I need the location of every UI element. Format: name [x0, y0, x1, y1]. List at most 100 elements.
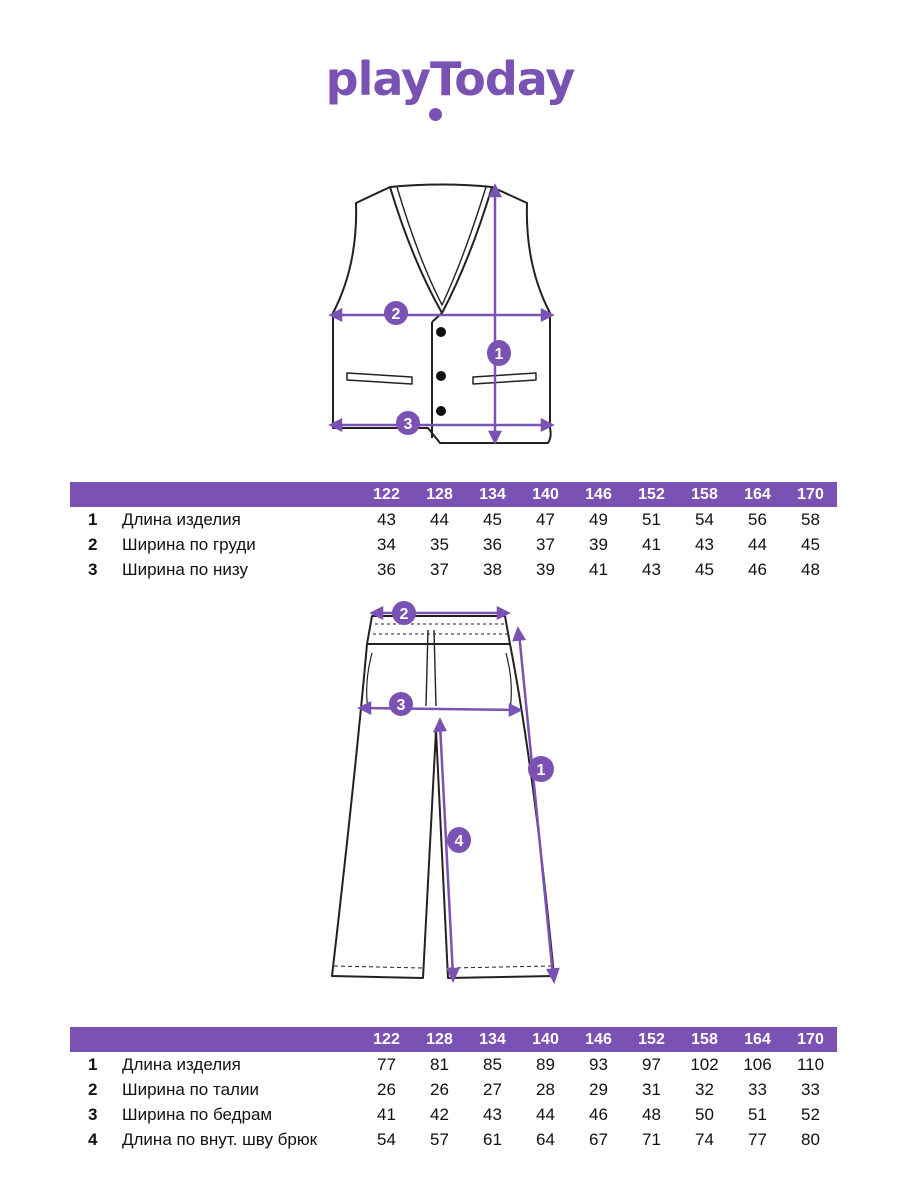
value-cell: 110 — [796, 1054, 825, 1074]
arrowhead — [512, 626, 527, 642]
marker-2-badge: 2 — [384, 301, 408, 325]
value-cell: 38 — [483, 559, 502, 579]
marker-3-badge: 3 — [389, 692, 413, 716]
table-row: 3 Ширина по низу 36 37 38 39 41 43 45 46… — [70, 557, 837, 582]
vest-illustration: 1 2 3 — [320, 180, 570, 450]
value-cell: 39 — [589, 534, 608, 554]
arrowhead — [446, 967, 460, 984]
pants-illustration: 2 3 1 4 — [320, 598, 580, 1003]
value-cell: 36 — [377, 559, 396, 579]
value-cell: 51 — [642, 509, 661, 529]
row-number: 3 — [88, 1104, 98, 1124]
value-cell: 67 — [589, 1129, 608, 1149]
marker-4-badge: 4 — [447, 827, 471, 853]
value-cell: 34 — [377, 534, 396, 554]
value-cell: 54 — [377, 1129, 396, 1149]
size-header: 170 — [784, 1027, 837, 1052]
size-header: 164 — [731, 1027, 784, 1052]
value-cell: 77 — [748, 1129, 767, 1149]
arrowhead — [357, 700, 372, 716]
value-cell: 56 — [748, 509, 767, 529]
row-number: 2 — [88, 534, 98, 554]
table-row: 4 Длина по внут. шву брюк 54 57 61 64 67… — [70, 1127, 837, 1152]
row-number: 3 — [88, 559, 98, 579]
header-cell — [118, 1027, 360, 1052]
value-cell: 29 — [589, 1079, 608, 1099]
marker-1-badge: 1 — [487, 340, 511, 366]
value-cell: 45 — [695, 559, 714, 579]
vest-drawing: 1 2 3 — [328, 183, 555, 445]
marker-1-badge: 1 — [528, 756, 554, 782]
size-header: 140 — [519, 482, 572, 507]
size-header: 164 — [731, 482, 784, 507]
value-cell: 89 — [536, 1054, 555, 1074]
value-cell: 35 — [430, 534, 449, 554]
size-header: 134 — [466, 482, 519, 507]
table-row: 1 Длина изделия 77 81 85 89 93 97 102 10… — [70, 1052, 837, 1077]
value-cell: 46 — [589, 1104, 608, 1124]
value-cell: 77 — [377, 1054, 396, 1074]
arrowhead — [508, 702, 523, 718]
arrowhead — [546, 967, 560, 985]
arrowhead — [328, 417, 343, 433]
value-cell: 44 — [430, 509, 449, 529]
row-label: Ширина по бедрам — [122, 1104, 273, 1124]
row-label: Длина изделия — [122, 1054, 241, 1074]
pants-inseam-line — [438, 723, 455, 977]
row-label: Ширина по груди — [122, 534, 256, 554]
value-cell: 64 — [536, 1129, 555, 1149]
header-cell — [70, 1027, 118, 1052]
row-label: Длина по внут. шву брюк — [122, 1129, 318, 1149]
value-cell: 48 — [642, 1104, 661, 1124]
row-number: 4 — [88, 1129, 98, 1149]
row-number: 1 — [88, 509, 98, 529]
value-cell: 41 — [377, 1104, 396, 1124]
row-label: Ширина по талии — [122, 1079, 259, 1099]
pants-drawing: 2 3 1 4 — [331, 601, 560, 985]
vest-button — [436, 406, 446, 416]
value-cell: 37 — [536, 534, 555, 554]
marker-3-badge: 3 — [396, 411, 420, 435]
value-cell: 37 — [430, 559, 449, 579]
value-cell: 27 — [483, 1079, 502, 1099]
size-header: 122 — [360, 482, 413, 507]
value-cell: 31 — [642, 1079, 661, 1099]
table-header-row: 122 128 134 140 146 152 158 164 170 — [70, 482, 837, 507]
value-cell: 102 — [690, 1054, 719, 1074]
value-cell: 97 — [642, 1054, 661, 1074]
value-cell: 80 — [801, 1129, 820, 1149]
row-number: 1 — [88, 1054, 98, 1074]
arrowhead — [328, 307, 343, 323]
brand-logo: playToday — [325, 52, 576, 106]
value-cell: 57 — [430, 1129, 449, 1149]
size-header: 158 — [678, 482, 731, 507]
size-header: 122 — [360, 1027, 413, 1052]
svg-text:3: 3 — [397, 697, 406, 714]
row-number: 2 — [88, 1079, 98, 1099]
row-label: Длина изделия — [122, 509, 241, 529]
size-header: 146 — [572, 482, 625, 507]
value-cell: 36 — [483, 534, 502, 554]
svg-text:2: 2 — [400, 606, 409, 623]
value-cell: 50 — [695, 1104, 714, 1124]
vest-button — [436, 371, 446, 381]
size-header: 146 — [572, 1027, 625, 1052]
arrowhead — [496, 605, 511, 621]
value-cell: 32 — [695, 1079, 714, 1099]
value-cell: 26 — [377, 1079, 396, 1099]
value-cell: 45 — [801, 534, 820, 554]
size-header: 134 — [466, 1027, 519, 1052]
value-cell: 43 — [377, 509, 396, 529]
vest-button — [436, 327, 446, 337]
value-cell: 52 — [801, 1104, 820, 1124]
value-cell: 43 — [642, 559, 661, 579]
table-header-row: 122 128 134 140 146 152 158 164 170 — [70, 1027, 837, 1052]
arrowhead — [540, 307, 555, 323]
value-cell: 39 — [536, 559, 555, 579]
size-header: 170 — [784, 482, 837, 507]
value-cell: 45 — [483, 509, 502, 529]
value-cell: 41 — [589, 559, 608, 579]
value-cell: 85 — [483, 1054, 502, 1074]
pants-length-line — [517, 632, 555, 977]
table-row: 3 Ширина по бедрам 41 42 43 44 46 48 50 … — [70, 1102, 837, 1127]
